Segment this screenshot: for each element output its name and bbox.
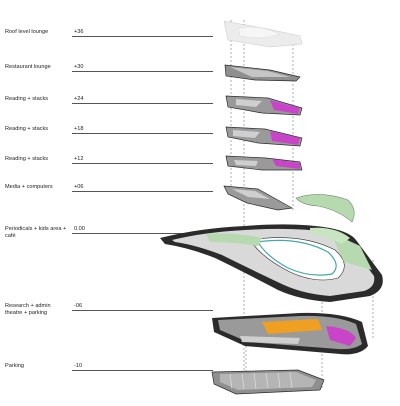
floor-label-ground: Periodicals + kids area + café xyxy=(5,226,67,239)
floor-level-restaurant: +30 xyxy=(74,64,84,70)
floor-level-reading-12: +12 xyxy=(74,156,84,162)
floor-plate-media xyxy=(223,185,355,223)
floor-level-parking: -10 xyxy=(74,363,83,369)
leader-line xyxy=(72,71,213,72)
leader-line xyxy=(72,103,213,104)
leader-line xyxy=(72,370,213,371)
floor-label-reading-18: Reading + stacks xyxy=(5,126,49,132)
floor-plate-reading-18 xyxy=(225,126,303,147)
leader-line xyxy=(72,36,213,37)
floor-label-parking: Parking xyxy=(5,363,24,369)
leader-line xyxy=(72,310,213,311)
floor-level-ground: 0.00 xyxy=(74,226,85,232)
floor-label-media: Media + computers xyxy=(5,184,53,190)
leader-line xyxy=(72,191,213,192)
floor-level-roof: +36 xyxy=(74,29,84,35)
floor-label-roof: Roof level lounge xyxy=(5,29,49,35)
floor-level-research: -06 xyxy=(74,303,83,309)
floor-plate-research xyxy=(212,312,368,355)
floor-level-media: +06 xyxy=(74,184,84,190)
floor-plate-reading-12 xyxy=(225,155,303,171)
floor-plate-restaurant xyxy=(224,64,301,82)
floor-plate-reading-24 xyxy=(225,95,303,116)
floor-level-reading-18: +18 xyxy=(74,126,84,132)
floor-label-reading-24: Reading + stacks xyxy=(5,96,49,102)
floor-plate-ground xyxy=(160,224,383,302)
floor-label-reading-12: Reading + stacks xyxy=(5,156,49,162)
floor-plate-parking xyxy=(211,369,325,395)
leader-line xyxy=(72,233,213,234)
floor-label-restaurant: Restaurant lounge xyxy=(5,64,51,70)
leader-line xyxy=(72,133,213,134)
leader-line xyxy=(72,163,213,164)
floor-label-research: Research + admin theatre + parking xyxy=(5,303,51,316)
floor-plate-roof xyxy=(223,20,303,48)
floor-level-reading-24: +24 xyxy=(74,96,84,102)
